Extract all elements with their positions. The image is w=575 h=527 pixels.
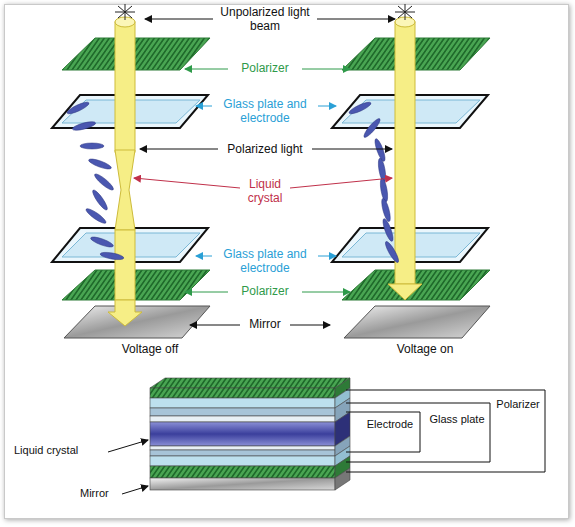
leader-arrows-part bbox=[185, 69, 228, 70]
layered-cross-section-part bbox=[150, 446, 335, 450]
layered-cross-section-part bbox=[150, 450, 335, 456]
part-label: Glass plate bbox=[424, 413, 490, 426]
layered-cross-section-part bbox=[150, 466, 335, 478]
light-beam-on-part bbox=[395, 22, 415, 284]
leader-arrows-part bbox=[190, 325, 240, 326]
liquid-crystal-molecules-part bbox=[383, 240, 400, 264]
callout-lines-part bbox=[346, 412, 420, 413]
layered-cross-section bbox=[150, 378, 350, 490]
leader-arrows-part bbox=[145, 19, 213, 20]
layer-label: Mirror bbox=[225, 318, 305, 332]
liquid-crystal-molecules-part bbox=[88, 157, 113, 171]
callout-lines-part bbox=[346, 403, 490, 404]
leader-arrows-part bbox=[312, 149, 392, 150]
liquid-crystal-molecules-part bbox=[90, 235, 115, 249]
leader-arrows-part bbox=[196, 256, 212, 257]
layered-cross-section-part bbox=[150, 398, 335, 408]
layer-label: Glass plate and electrode bbox=[210, 98, 320, 126]
part-label: Electrode bbox=[360, 418, 420, 431]
light-beam-off bbox=[108, 17, 142, 326]
layered-cross-section-part bbox=[150, 478, 335, 490]
layer-label: Polarizer bbox=[225, 62, 305, 76]
layer-label: Liquid crystal bbox=[230, 178, 300, 206]
layer-label: Glass plate and electrode bbox=[210, 248, 320, 276]
callout-lines-part bbox=[346, 462, 490, 463]
liquid-crystal-molecules-part bbox=[381, 218, 395, 243]
leader-arrows bbox=[134, 19, 395, 325]
light-beam-off-part bbox=[115, 150, 135, 230]
leader-arrows-part bbox=[134, 178, 240, 188]
liquid-crystal-molecules-part bbox=[362, 117, 382, 139]
leader-arrows-part bbox=[140, 149, 218, 150]
liquid-crystal-molecules-part bbox=[91, 188, 110, 211]
leader-arrows-part bbox=[185, 292, 228, 293]
leader-arrows-part bbox=[317, 19, 395, 20]
layered-cross-section-part bbox=[150, 416, 335, 422]
callout-lines-part bbox=[346, 472, 545, 473]
state-label: Voltage on bbox=[375, 343, 475, 357]
liquid-crystal-molecules-part bbox=[348, 100, 372, 116]
leader-arrows-part bbox=[290, 325, 330, 326]
liquid-crystal-molecules-part bbox=[380, 198, 392, 223]
liquid-crystal-molecules-part bbox=[100, 251, 125, 261]
light-beam-on-part bbox=[388, 284, 422, 300]
liquid-crystal-molecules bbox=[66, 100, 401, 264]
beam-label: Unpolarized light beam bbox=[215, 6, 315, 34]
layered-cross-section-part bbox=[150, 378, 350, 388]
layered-cross-section-part bbox=[150, 408, 335, 416]
callout-lines-part bbox=[346, 390, 545, 391]
callout-lines-part bbox=[108, 440, 148, 452]
callout-lines-part bbox=[545, 390, 546, 472]
part-label: Polarizer bbox=[492, 398, 544, 411]
part-label: Mirror bbox=[80, 487, 140, 500]
light-beam-off-part bbox=[115, 230, 135, 300]
layered-cross-section-part bbox=[335, 468, 350, 490]
layered-cross-section-part bbox=[150, 388, 335, 398]
leader-arrows-part bbox=[318, 256, 336, 257]
leader-arrows-part bbox=[302, 69, 350, 70]
state-label: Voltage off bbox=[100, 343, 200, 357]
layered-cross-section-part bbox=[150, 422, 335, 446]
liquid-crystal-molecules-part bbox=[66, 100, 90, 116]
callout-lines-part bbox=[420, 412, 421, 452]
callout-lines bbox=[108, 390, 545, 494]
liquid-crystal-molecules-part bbox=[93, 172, 115, 192]
layered-cross-section-part bbox=[150, 456, 335, 466]
liquid-crystal-molecules-part bbox=[72, 120, 97, 132]
beam-label: Polarized light bbox=[210, 143, 320, 157]
callout-lines-part bbox=[490, 403, 491, 462]
unpolarized-symbol-part bbox=[395, 4, 415, 20]
light-beam-off-part bbox=[115, 22, 135, 152]
layer-label: Polarizer bbox=[225, 285, 305, 299]
liquid-crystal-molecules-part bbox=[84, 207, 107, 226]
leader-arrows-part bbox=[196, 106, 212, 107]
leader-arrows-part bbox=[318, 106, 336, 107]
unpolarized-symbol-part bbox=[115, 4, 135, 20]
callout-lines-part bbox=[122, 486, 148, 494]
leader-arrows-part bbox=[290, 178, 392, 188]
light-beam-off-part bbox=[108, 300, 142, 326]
part-label: Liquid crystal bbox=[14, 444, 114, 457]
leader-arrows-part bbox=[302, 292, 350, 293]
liquid-crystal-molecules-part bbox=[80, 143, 104, 149]
callout-lines-part bbox=[346, 452, 420, 453]
